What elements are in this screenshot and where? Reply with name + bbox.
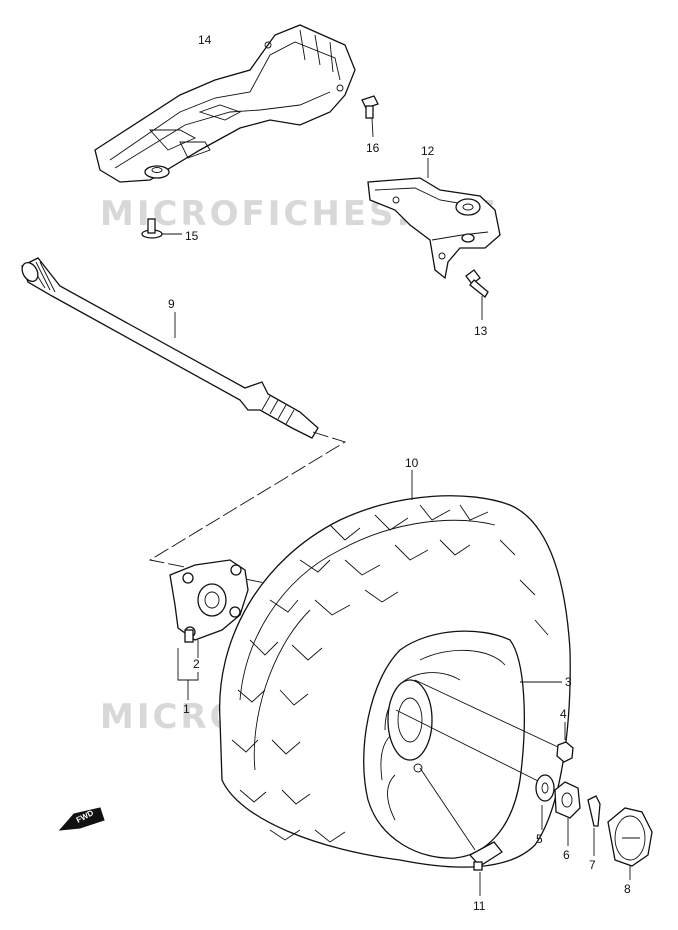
- cotter-pin-part-7[interactable]: [587, 795, 601, 827]
- callout-16[interactable]: 16: [366, 141, 380, 155]
- callout-6[interactable]: 6: [563, 848, 570, 862]
- callout-7[interactable]: 7: [589, 858, 596, 872]
- callout-4[interactable]: 4: [560, 707, 567, 721]
- callout-11[interactable]: 11: [473, 899, 486, 913]
- skid-plate-part-14[interactable]: [94, 24, 356, 183]
- callout-8[interactable]: 8: [624, 882, 631, 896]
- callout-3[interactable]: 3: [565, 675, 572, 689]
- callout-1[interactable]: 1: [183, 702, 190, 716]
- bolt-part-15[interactable]: [141, 218, 163, 239]
- bolt-part-16[interactable]: [361, 95, 379, 119]
- callout-14[interactable]: 14: [198, 33, 212, 47]
- bracket-part-12[interactable]: [367, 177, 501, 280]
- stud-part-2[interactable]: [184, 629, 194, 643]
- wheel-rim-part-3[interactable]: [363, 630, 525, 859]
- valve-stem-part-11[interactable]: [468, 841, 503, 871]
- callout-9[interactable]: 9: [168, 297, 175, 311]
- washer-part-5[interactable]: [535, 774, 555, 802]
- hub-cap-part-8[interactable]: [607, 807, 653, 867]
- callout-15[interactable]: 15: [185, 229, 199, 243]
- callout-13[interactable]: 13: [474, 324, 488, 338]
- callout-12[interactable]: 12: [421, 144, 435, 158]
- nut-part-4[interactable]: [556, 741, 574, 763]
- callout-2[interactable]: 2: [193, 657, 200, 671]
- axle-shaft-part-9[interactable]: [19, 257, 319, 439]
- callout-10[interactable]: 10: [405, 456, 419, 470]
- callout-5[interactable]: 5: [536, 832, 543, 846]
- bolt-part-13[interactable]: [465, 269, 489, 298]
- hub-part-1[interactable]: [169, 559, 249, 641]
- castle-nut-part-6[interactable]: [554, 781, 581, 819]
- forward-arrow-icon: FWD: [58, 807, 105, 831]
